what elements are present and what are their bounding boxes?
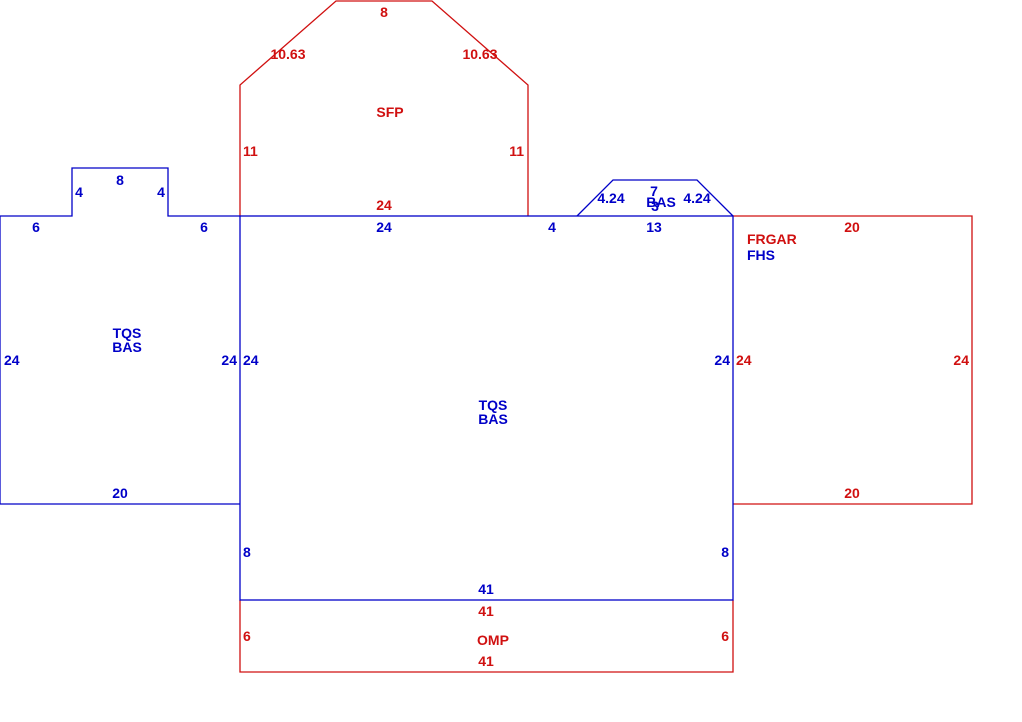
sfp-bottom-dimension: 24: [376, 197, 392, 213]
garage-bottom-dimension: 20: [844, 485, 860, 501]
porch-outline: [239, 600, 734, 673]
main-area-label-1: TQS: [479, 397, 508, 413]
sfp-outline: [239, 0, 529, 216]
left-wing-bottom-dimension: 20: [112, 485, 128, 501]
bay-base-dimension: 13: [646, 219, 662, 235]
porch-top-dimension: 41: [478, 603, 494, 619]
main-left-dimension: 24: [243, 352, 259, 368]
garage-left-dimension: 24: [736, 352, 752, 368]
garage-outline: [733, 215, 973, 505]
garage-top-dimension: 20: [844, 219, 860, 235]
sfp-area-label: SFP: [376, 104, 403, 120]
main-area-label-2: BAS: [478, 411, 508, 427]
bay-depth-dimension: 3: [651, 198, 659, 214]
main-right-lower-dimension: 8: [721, 544, 729, 560]
main-right-dimension: 24: [714, 352, 730, 368]
garage-area-label-1: FRGAR: [747, 231, 797, 247]
left-wing-outline: [0, 167, 240, 505]
sfp-right-dimension: 11: [509, 143, 524, 159]
left-wing-bump-top-dimension: 8: [116, 172, 124, 188]
left-wing-left-dimension: 24: [4, 352, 20, 368]
left-wing-area-label-1: TQS: [113, 325, 142, 341]
main-top-gap-dimension: 4: [548, 219, 556, 235]
porch-bottom-dimension: 41: [478, 653, 494, 669]
bay-diag-left-dimension: 4.24: [597, 190, 624, 206]
main-top-dimension: 24: [376, 219, 392, 235]
left-wing-bump-left-dimension: 4: [75, 184, 83, 200]
sfp-left-dimension: 11: [243, 143, 258, 159]
sfp-top-dimension: 8: [380, 4, 388, 20]
garage-area-label-2: FHS: [747, 247, 775, 263]
left-wing-bump-right-dimension: 4: [157, 184, 165, 200]
left-wing-top-right-dimension: 6: [200, 219, 208, 235]
left-wing-right-dimension: 24: [221, 352, 237, 368]
bay-diag-right-dimension: 4.24: [683, 190, 710, 206]
main-house-outline: [239, 215, 734, 601]
main-left-lower-dimension: 8: [243, 544, 251, 560]
left-wing-top-left-dimension: 6: [32, 219, 40, 235]
porch-area-label: OMP: [477, 632, 509, 648]
garage-right-dimension: 24: [953, 352, 969, 368]
left-wing-area-label-2: BAS: [112, 339, 142, 355]
bay-area-label: BAS: [646, 194, 676, 210]
sfp-diag-left-dimension: 10.63: [270, 46, 305, 62]
bay-window-outline: [576, 179, 734, 217]
sfp-diag-right-dimension: 10.63: [462, 46, 497, 62]
porch-right-dimension: 6: [721, 628, 729, 644]
bay-top-dimension: 7: [650, 183, 658, 199]
porch-left-dimension: 6: [243, 628, 251, 644]
main-bottom-dimension: 41: [478, 581, 494, 597]
